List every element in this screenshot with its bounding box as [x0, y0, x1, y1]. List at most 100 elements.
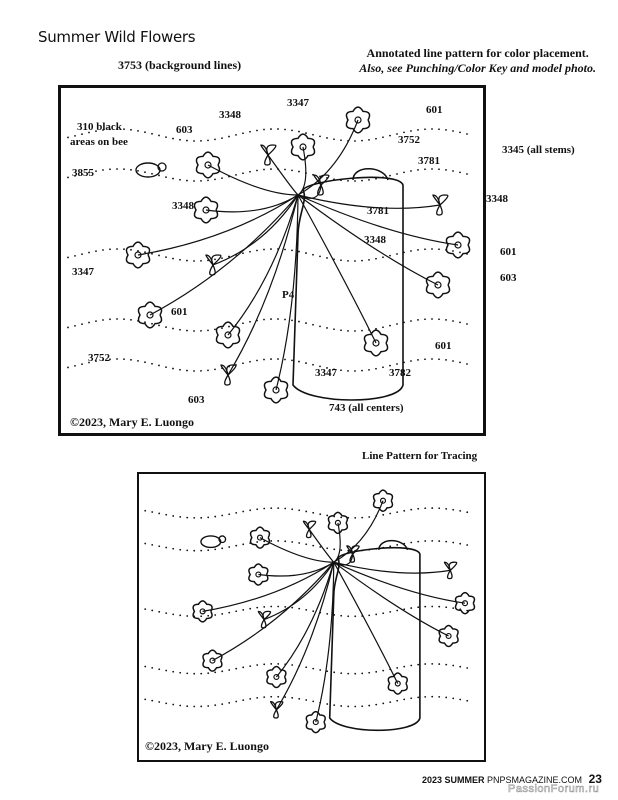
stem	[227, 194, 299, 336]
background-dot	[354, 180, 356, 182]
background-dot	[326, 327, 328, 329]
background-dot	[452, 130, 454, 132]
background-dot	[263, 507, 266, 510]
background-dot	[368, 368, 370, 371]
background-dot	[466, 544, 469, 546]
flower-center	[204, 161, 212, 169]
background-dot	[151, 132, 153, 135]
background-dot	[193, 180, 195, 182]
flower-center	[312, 719, 319, 726]
background-dot	[123, 248, 125, 251]
background-dot	[214, 515, 217, 518]
background-dot	[438, 605, 441, 608]
background-dot	[263, 606, 266, 608]
background-dot	[172, 327, 174, 330]
background-dot	[298, 360, 300, 363]
background-dot	[368, 178, 370, 181]
stem	[297, 146, 307, 196]
background-dot	[200, 369, 202, 372]
background-dot	[319, 513, 322, 516]
page-number: 23	[588, 772, 602, 786]
background-dot	[95, 320, 97, 323]
background-dot	[242, 322, 244, 325]
background-dot	[67, 366, 69, 369]
background-dot	[200, 672, 203, 675]
background-dot	[137, 249, 139, 252]
background-dot	[291, 508, 294, 511]
background-dot	[389, 324, 391, 327]
stem	[297, 194, 441, 209]
background-dot	[403, 131, 405, 134]
background-dot	[235, 700, 238, 703]
background-dot	[200, 179, 202, 182]
label-jar-p4: P4	[282, 289, 295, 301]
stem	[275, 562, 335, 678]
background-dot	[165, 546, 168, 549]
label-flower-601-bottom: 601	[435, 340, 452, 352]
flower	[195, 151, 221, 179]
background-dot	[221, 613, 224, 615]
background-dot	[193, 705, 196, 708]
stem	[333, 561, 466, 604]
background-dot	[207, 179, 209, 182]
background-dot	[207, 672, 210, 675]
background-dot	[116, 128, 118, 130]
background-dot	[424, 540, 427, 542]
label-flower-603-right: 603	[500, 272, 517, 284]
flower-center	[461, 600, 469, 607]
background-dot	[130, 318, 132, 321]
background-dot	[242, 666, 245, 669]
background-dot	[305, 322, 307, 324]
background-dot	[375, 670, 378, 673]
background-dot	[333, 704, 336, 707]
leaf	[305, 529, 312, 539]
flower-center	[354, 116, 362, 124]
background-dot	[67, 326, 69, 329]
background-dot	[347, 672, 350, 675]
background-dot	[277, 663, 280, 665]
background-dot	[130, 248, 132, 251]
background-dot	[74, 174, 76, 177]
background-dot	[158, 668, 161, 671]
background-dot	[368, 258, 370, 261]
background-dot	[228, 701, 231, 704]
background-dot	[186, 705, 189, 708]
background-dot	[291, 129, 293, 132]
background-dot	[165, 176, 167, 178]
background-dot	[417, 359, 419, 361]
stem	[297, 119, 359, 196]
background-dot	[305, 699, 308, 701]
background-dot	[326, 137, 328, 139]
background-dot	[200, 615, 203, 618]
background-dot	[312, 511, 315, 514]
flower	[125, 241, 151, 269]
background-dot	[424, 663, 427, 665]
background-dot	[340, 329, 342, 332]
label-jar-3781-mid: 3781	[367, 205, 389, 217]
background-dot	[333, 548, 336, 551]
background-dot	[277, 318, 279, 320]
background-dot	[151, 362, 153, 365]
background-dot	[228, 546, 231, 548]
flower	[202, 649, 223, 672]
flower-center	[372, 339, 380, 347]
flower	[215, 321, 241, 349]
background-dot	[186, 672, 189, 675]
background-dot	[445, 606, 448, 609]
stem	[267, 154, 299, 196]
label-bee-black-1: 310 black	[77, 121, 122, 133]
background-dot	[459, 509, 462, 512]
label-leaf-3347-left: 3347	[72, 266, 94, 278]
background-dot	[249, 130, 251, 133]
background-dot	[375, 703, 378, 706]
background-dot	[298, 130, 300, 133]
background-dot	[298, 250, 300, 253]
background-dot	[347, 179, 349, 182]
background-dot	[354, 140, 356, 142]
flower-center	[224, 331, 232, 339]
background-dot	[410, 170, 412, 172]
background-dot	[403, 665, 406, 668]
background-dot	[326, 367, 328, 369]
background-dot	[172, 515, 175, 517]
background-dot	[445, 696, 448, 699]
